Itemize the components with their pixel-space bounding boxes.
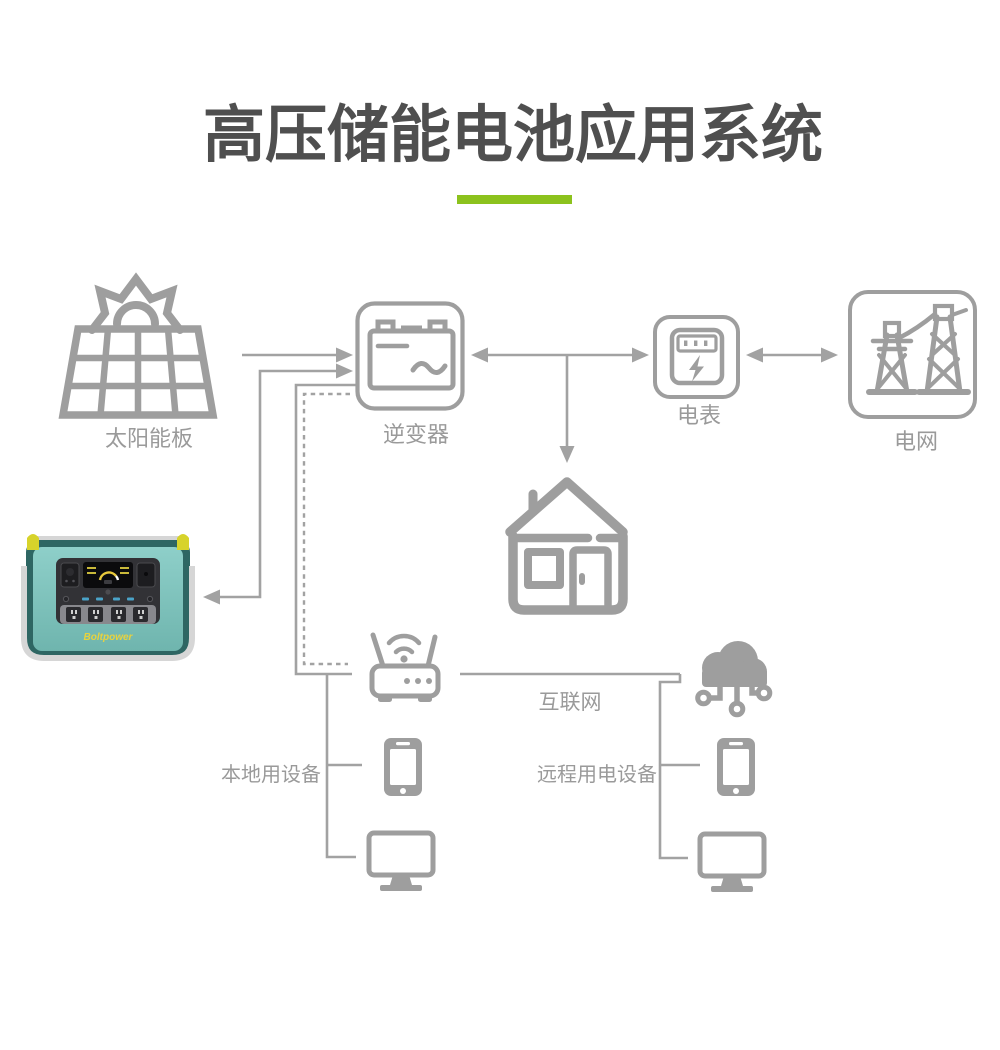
power-grid-icon (848, 290, 977, 419)
arrowhead-into-meter (632, 347, 649, 363)
page-title: 高压储能电池应用系统 (202, 101, 824, 170)
arrowhead-into-inverter-mid (336, 363, 353, 379)
bracket-remote-devices (658, 674, 688, 860)
internet-label: 互联网 (538, 691, 602, 714)
electric-meter-icon (653, 315, 740, 399)
house-icon (505, 477, 628, 615)
smartphone-icon (717, 738, 755, 796)
bracket-local-devices (325, 674, 356, 859)
meter-label: 电表 (676, 403, 722, 428)
product-display (83, 562, 133, 588)
inverter-battery-icon (355, 301, 465, 411)
arrowhead-into-inverter-top (336, 347, 353, 363)
arrowhead-into-product (203, 589, 220, 605)
outlet-strip (60, 605, 156, 624)
desktop-monitor-icon (697, 831, 767, 892)
local-devices-label: 本地用设备 (221, 764, 321, 786)
line-product-to-inverter (219, 369, 337, 599)
ac-outlets (66, 607, 148, 622)
portable-power-station-photo: Boltpower (18, 528, 198, 668)
smartphone-icon (384, 738, 422, 796)
line-inverter-to-router-solid (294, 383, 356, 676)
title-underline (457, 195, 572, 204)
grid-label: 电网 (893, 429, 939, 454)
yellow-hook-left (27, 534, 39, 550)
yellow-hook-right (177, 534, 189, 550)
internet-cloud-icon (695, 641, 773, 718)
lightning-bolt-icon (689, 355, 704, 382)
wifi-router-icon (369, 632, 441, 702)
solar-panel-icon (58, 272, 218, 419)
line-inverter-to-router-dashed (302, 392, 350, 666)
desktop-monitor-icon (366, 830, 436, 891)
arrowhead-into-meter-right (746, 347, 763, 363)
solar-panel-label: 太阳能板 (104, 426, 194, 451)
arrowhead-into-inverter-right (471, 347, 488, 363)
inverter-label: 逆变器 (382, 422, 450, 447)
arrowhead-into-grid (821, 347, 838, 363)
arrowhead-into-house (559, 446, 575, 463)
handle-frame (21, 566, 195, 661)
remote-devices-label: 远程用电设备 (537, 764, 657, 786)
product-logo: Boltpower (84, 632, 134, 643)
